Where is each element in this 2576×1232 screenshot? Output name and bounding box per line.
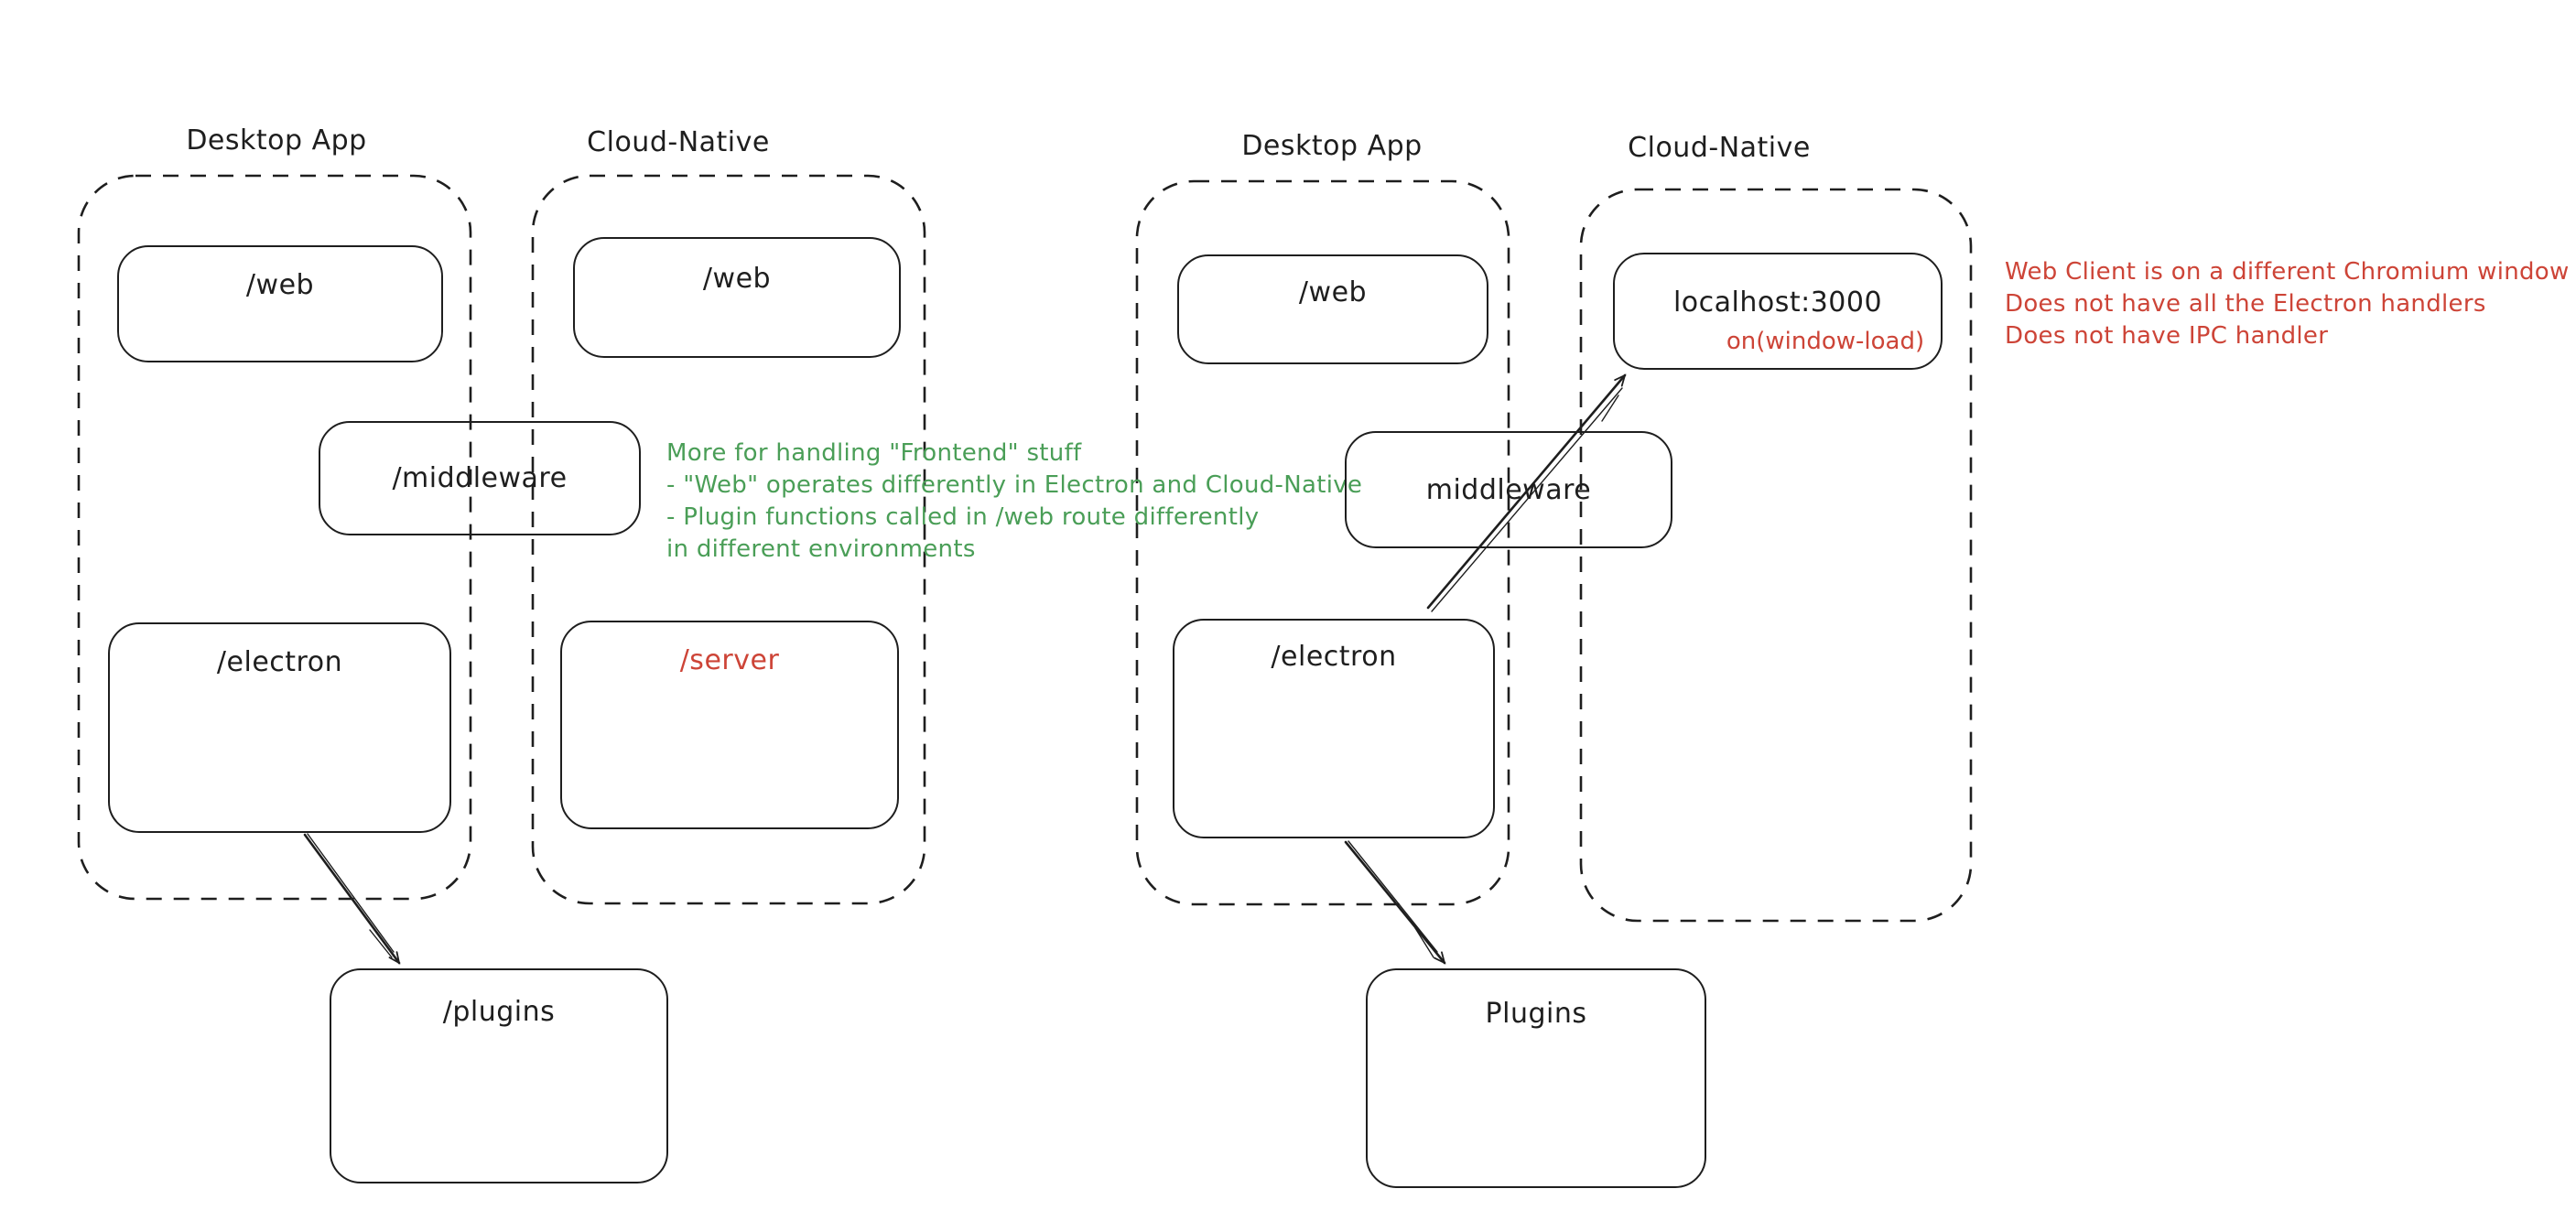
arrow-right-electron-to-localhost xyxy=(1426,373,1627,612)
right-plugins-box: Plugins xyxy=(1366,968,1706,1188)
green-note: More for handling "Frontend" stuff - "We… xyxy=(666,438,1362,566)
left-web-box-cloud: /web xyxy=(573,237,901,358)
left-desktop-app-container xyxy=(77,174,472,901)
right-desktop-app-title: Desktop App xyxy=(1241,130,1423,162)
arrow-left-electron-to-plugins xyxy=(303,833,401,965)
left-web-label-desktop: /web xyxy=(245,269,315,301)
right-cloud-native-container xyxy=(1579,188,1973,923)
left-plugins-box: /plugins xyxy=(330,968,668,1183)
left-desktop-app-title: Desktop App xyxy=(186,124,367,157)
right-web-label: /web xyxy=(1298,276,1368,308)
right-web-box: /web xyxy=(1177,254,1488,364)
green-note-line-3: - Plugin functions called in /web route … xyxy=(666,503,1260,531)
red-note-line-3: Does not have IPC handler xyxy=(2005,322,2329,350)
left-server-box: /server xyxy=(560,621,899,829)
red-note: Web Client is on a different Chromium wi… xyxy=(2005,256,2570,352)
right-middleware-box: middleware xyxy=(1345,431,1672,548)
left-electron-box: /electron xyxy=(108,622,451,833)
left-middleware-label: /middleware xyxy=(392,462,568,494)
right-onload-label: on(window-load) xyxy=(1726,327,1925,355)
red-note-line-1: Web Client is on a different Chromium wi… xyxy=(2005,258,2570,286)
green-note-line-4: in different environments xyxy=(666,535,976,563)
left-cloud-native-title: Cloud-Native xyxy=(587,126,770,158)
left-cloud-native-container xyxy=(531,174,926,905)
green-note-line-1: More for handling "Frontend" stuff xyxy=(666,439,1082,467)
red-note-line-2: Does not have all the Electron handlers xyxy=(2005,290,2486,318)
right-electron-label: /electron xyxy=(1271,641,1397,673)
green-note-line-2: - "Web" operates differently in Electron… xyxy=(666,471,1363,499)
left-plugins-label: /plugins xyxy=(442,996,556,1028)
arrow-right-electron-to-plugins xyxy=(1344,840,1446,965)
right-electron-box: /electron xyxy=(1173,619,1495,838)
left-server-label: /server xyxy=(679,644,780,676)
right-cloud-native-title: Cloud-Native xyxy=(1628,132,1811,164)
right-middleware-label: middleware xyxy=(1425,473,1592,506)
left-web-box-desktop: /web xyxy=(117,245,443,362)
left-web-label-cloud: /web xyxy=(702,263,772,295)
right-localhost-box: localhost:3000 on(window-load) xyxy=(1613,253,1943,370)
left-electron-label: /electron xyxy=(216,646,343,678)
left-middleware-box: /middleware xyxy=(319,421,641,535)
right-localhost-label: localhost:3000 xyxy=(1672,286,1883,319)
right-plugins-label: Plugins xyxy=(1485,998,1587,1030)
